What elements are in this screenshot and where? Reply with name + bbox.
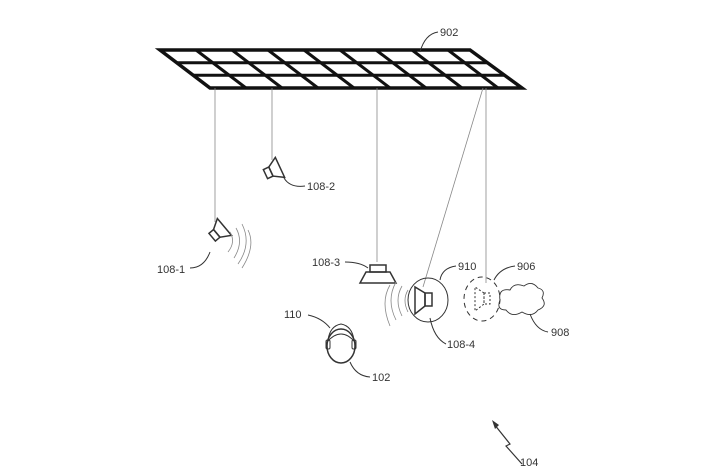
speaker-108-4-icon [414,285,433,316]
speaker-108-1-icon [207,217,233,243]
listener-head-icon [325,323,357,364]
system-104-arrow-icon [492,420,523,465]
label-108-2: 108-2 [307,181,335,193]
speaker-108-2-icon [262,155,286,180]
label-108-1: 108-1 [157,264,185,276]
sound-waves-108-4 [384,281,409,327]
label-108-4: 108-4 [447,339,475,351]
label-910: 910 [458,261,476,273]
label-902: 902 [440,27,458,39]
cloud-908 [498,283,545,315]
virtual-speaker-906-icon [463,276,501,322]
sound-waves-108-1 [227,223,252,269]
label-108-3: 108-3 [312,257,340,269]
label-110: 110 [284,309,302,321]
suspension-wires [214,87,487,288]
label-908: 908 [551,327,569,339]
label-102: 102 [372,372,390,384]
speaker-108-3-icon [358,264,398,284]
ceiling-grid [154,48,528,90]
box-910 [407,277,449,323]
label-104: 104 [520,457,538,469]
label-906: 906 [517,261,535,273]
